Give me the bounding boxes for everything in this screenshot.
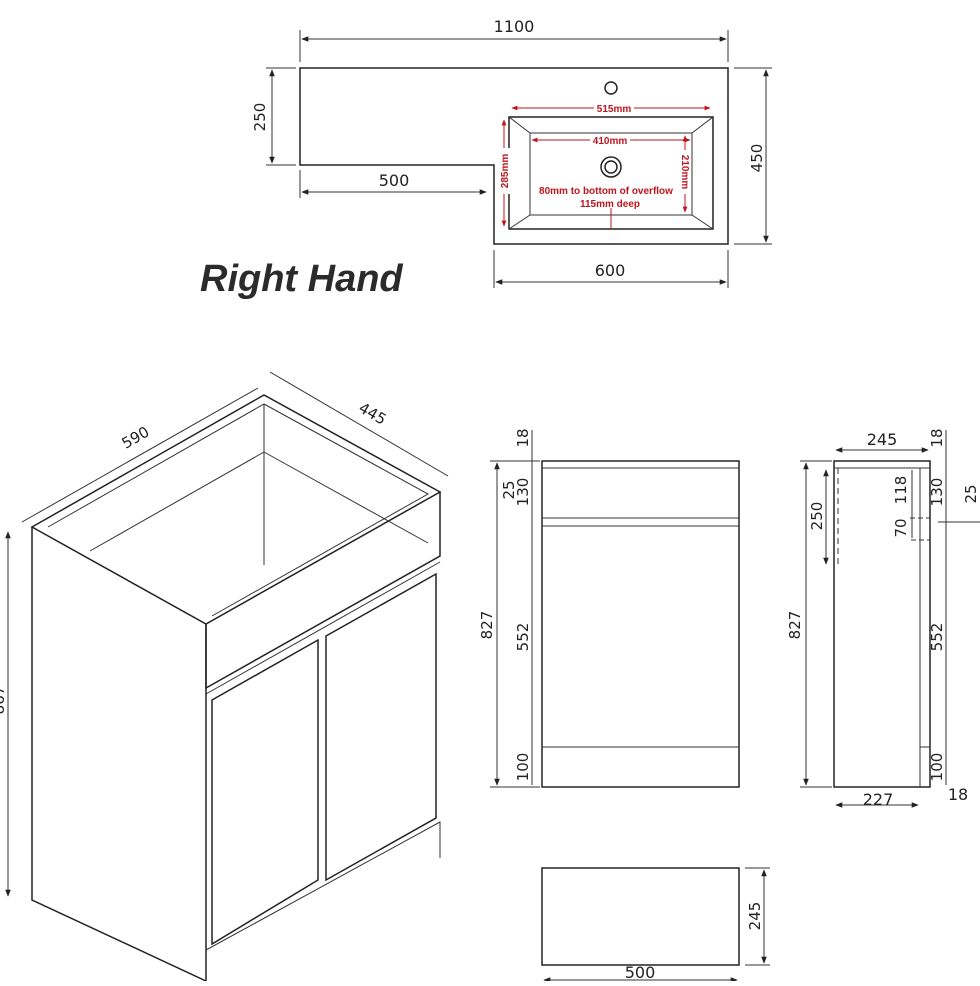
front-elevation: 827 18 25 130 552 100 bbox=[478, 428, 740, 788]
cabinet-door-right bbox=[325, 572, 437, 882]
dim-side-door: 552 bbox=[928, 623, 946, 652]
bowl-corner-line bbox=[691, 214, 714, 230]
dim-side-plinth: 100 bbox=[928, 753, 946, 782]
dim-overall-width: 1100 bbox=[494, 17, 535, 36]
cabinet-inner-rim bbox=[47, 403, 430, 617]
side-notch-hidden bbox=[910, 517, 931, 541]
dim-front-total: 827 bbox=[478, 611, 496, 640]
dim-plan-depth: 245 bbox=[746, 902, 764, 931]
cabinet-top-rim bbox=[30, 394, 442, 625]
dim-basin-outer-length: 285mm bbox=[500, 154, 511, 189]
dim-side-recess: 250 bbox=[808, 502, 826, 531]
dim-side-total: 827 bbox=[786, 611, 804, 640]
dim-basin-inner-width: 410mm bbox=[593, 136, 628, 147]
label-bg bbox=[590, 134, 630, 146]
bowl-corner-line bbox=[508, 116, 531, 134]
waste-outlet-icon bbox=[600, 156, 622, 178]
side-elevation: 245 827 250 118 70 18 130 25 552 100 227… bbox=[786, 428, 980, 809]
dim-front-door: 552 bbox=[514, 623, 532, 652]
dim-side-top: 18 bbox=[928, 428, 946, 447]
side-outline bbox=[833, 460, 931, 788]
dim-iso-width: 590 bbox=[119, 423, 153, 453]
dim-side-rail: 130 bbox=[928, 478, 946, 507]
cabinet-plinth bbox=[205, 821, 441, 951]
dim-basin-outer-width: 515mm bbox=[597, 104, 632, 115]
dim-side-top-depth: 245 bbox=[867, 430, 898, 449]
dim-line-iso-depth bbox=[269, 371, 449, 477]
dim-side-gap: 25 bbox=[962, 484, 980, 503]
dim-iso-height: 867 bbox=[0, 686, 8, 715]
label-bg bbox=[498, 148, 510, 194]
label-bg bbox=[679, 150, 691, 194]
dim-front-top: 18 bbox=[514, 428, 532, 447]
dim-line-iso-width bbox=[21, 387, 259, 523]
dim-side-base: 227 bbox=[863, 790, 894, 809]
cabinet-door-left bbox=[211, 638, 319, 946]
dim-side-small: 70 bbox=[892, 518, 910, 537]
dim-left-depth: 250 bbox=[251, 103, 269, 132]
orientation-title: Right Hand bbox=[200, 258, 403, 300]
inner-edge bbox=[89, 451, 265, 552]
tap-hole-icon bbox=[604, 81, 618, 95]
dim-front-rail: 130 bbox=[514, 478, 532, 507]
dim-basin-inner-length: 210mm bbox=[679, 155, 690, 190]
cabinet-left-side bbox=[31, 527, 207, 982]
overflow-note: 80mm to bottom of overflow bbox=[539, 186, 673, 197]
basin-outline bbox=[299, 67, 729, 245]
dim-basin-width: 600 bbox=[595, 261, 626, 280]
bowl-corner-line bbox=[508, 214, 531, 230]
plan-view: 245 500 bbox=[541, 867, 770, 983]
dim-side-base-offset: 18 bbox=[948, 785, 968, 804]
label-bg bbox=[594, 102, 634, 114]
dim-plan-width: 500 bbox=[625, 963, 656, 981]
front-outline bbox=[541, 460, 740, 788]
dim-side-notch: 118 bbox=[892, 476, 910, 505]
dim-iso-depth: 445 bbox=[356, 399, 390, 429]
dim-left-width: 500 bbox=[379, 171, 410, 190]
dim-overall-depth: 450 bbox=[748, 144, 766, 173]
inner-edge bbox=[263, 451, 429, 544]
front-top-rail bbox=[205, 492, 441, 690]
basin-top-view: 1100 250 500 450 600 515mm 410mm 285mm 2 bbox=[251, 17, 772, 288]
rail-gap-line bbox=[205, 561, 441, 695]
plan-outline bbox=[541, 867, 740, 966]
bowl-corner-line bbox=[691, 116, 714, 134]
dim-front-plinth: 100 bbox=[514, 753, 532, 782]
waste-outlet-inner-icon bbox=[604, 160, 618, 174]
dim-front-gap: 25 bbox=[500, 480, 518, 499]
depth-note: 115mm deep bbox=[580, 199, 640, 210]
isometric-cabinet: 590 445 867 bbox=[0, 371, 449, 982]
